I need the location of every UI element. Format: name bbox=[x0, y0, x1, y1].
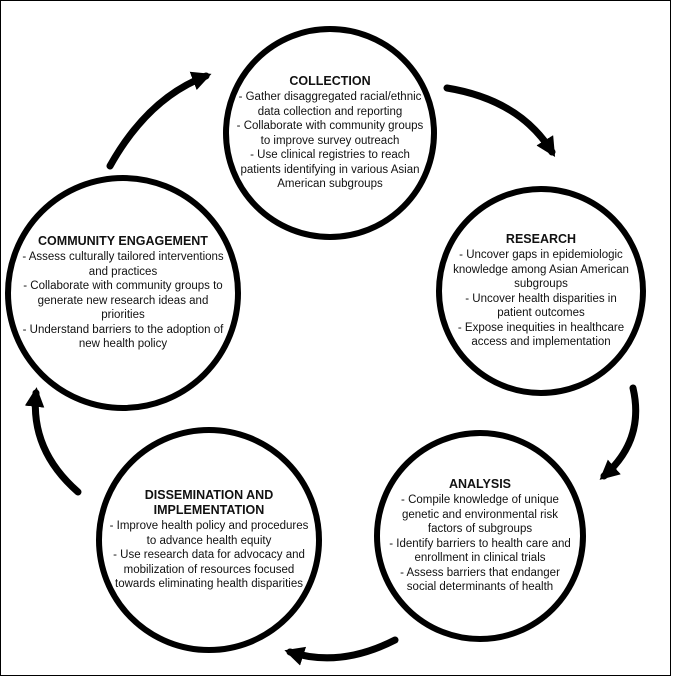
collection-item: - Collaborate with community groups to i… bbox=[236, 120, 424, 147]
research-title: RESEARCH bbox=[505, 232, 577, 247]
community-engagement-item: - Understand barriers to the adoption of… bbox=[22, 323, 224, 351]
analysis-item: - Compile knowledge of unique genetic an… bbox=[401, 494, 559, 536]
collection-list: - Gather disaggregated racial/ethnic dat… bbox=[235, 90, 425, 192]
research-list: - Uncover gaps in epidemiologic knowledg… bbox=[450, 248, 632, 350]
research-item: - Expose inequities in healthcare access… bbox=[457, 321, 625, 349]
arrow-collection-to-research bbox=[443, 84, 556, 158]
analysis-node: ANALYSIS - Compile knowledge of unique g… bbox=[374, 430, 586, 642]
dissemination-list: - Improve health policy and procedures t… bbox=[108, 519, 310, 592]
community-engagement-node: COMMUNITY ENGAGEMENT - Assess culturally… bbox=[5, 175, 241, 411]
analysis-item: - Assess barriers that endanger social d… bbox=[400, 566, 560, 594]
collection-item: - Gather disaggregated racial/ethnic dat… bbox=[238, 91, 422, 118]
dissemination-node: DISSEMINATION AND IMPLEMENTATION - Impro… bbox=[96, 427, 322, 653]
arrow-dissemination-to-community bbox=[24, 387, 82, 496]
analysis-item: - Identify barriers to health care and e… bbox=[389, 537, 571, 565]
arrow-analysis-to-dissemination bbox=[284, 636, 399, 666]
collection-item: - Use clinical registries to reach patie… bbox=[240, 149, 420, 191]
arrow-research-to-analysis bbox=[599, 384, 640, 480]
dissemination-item: - Improve health policy and procedures t… bbox=[109, 520, 309, 547]
community-engagement-item: - Assess culturally tailored interventio… bbox=[22, 251, 224, 278]
arrow-community-to-collection bbox=[106, 71, 212, 170]
community-engagement-list: - Assess culturally tailored interventio… bbox=[17, 250, 229, 352]
research-node: RESEARCH - Uncover gaps in epidemiologic… bbox=[436, 186, 646, 396]
analysis-title: ANALYSIS bbox=[448, 477, 512, 492]
community-engagement-title: COMMUNITY ENGAGEMENT bbox=[38, 234, 208, 249]
community-engagement-item: - Collaborate with community groups to g… bbox=[23, 280, 223, 322]
research-item: - Uncover gaps in epidemiologic knowledg… bbox=[453, 249, 629, 291]
dissemination-title: DISSEMINATION AND IMPLEMENTATION bbox=[144, 488, 274, 518]
dissemination-item: - Use research data for advocacy and mob… bbox=[113, 549, 305, 591]
analysis-list: - Compile knowledge of unique genetic an… bbox=[388, 493, 572, 595]
research-item: - Uncover health disparities in patient … bbox=[465, 292, 617, 320]
collection-node: COLLECTION - Gather disaggregated racial… bbox=[223, 26, 437, 240]
collection-title: COLLECTION bbox=[289, 74, 371, 89]
